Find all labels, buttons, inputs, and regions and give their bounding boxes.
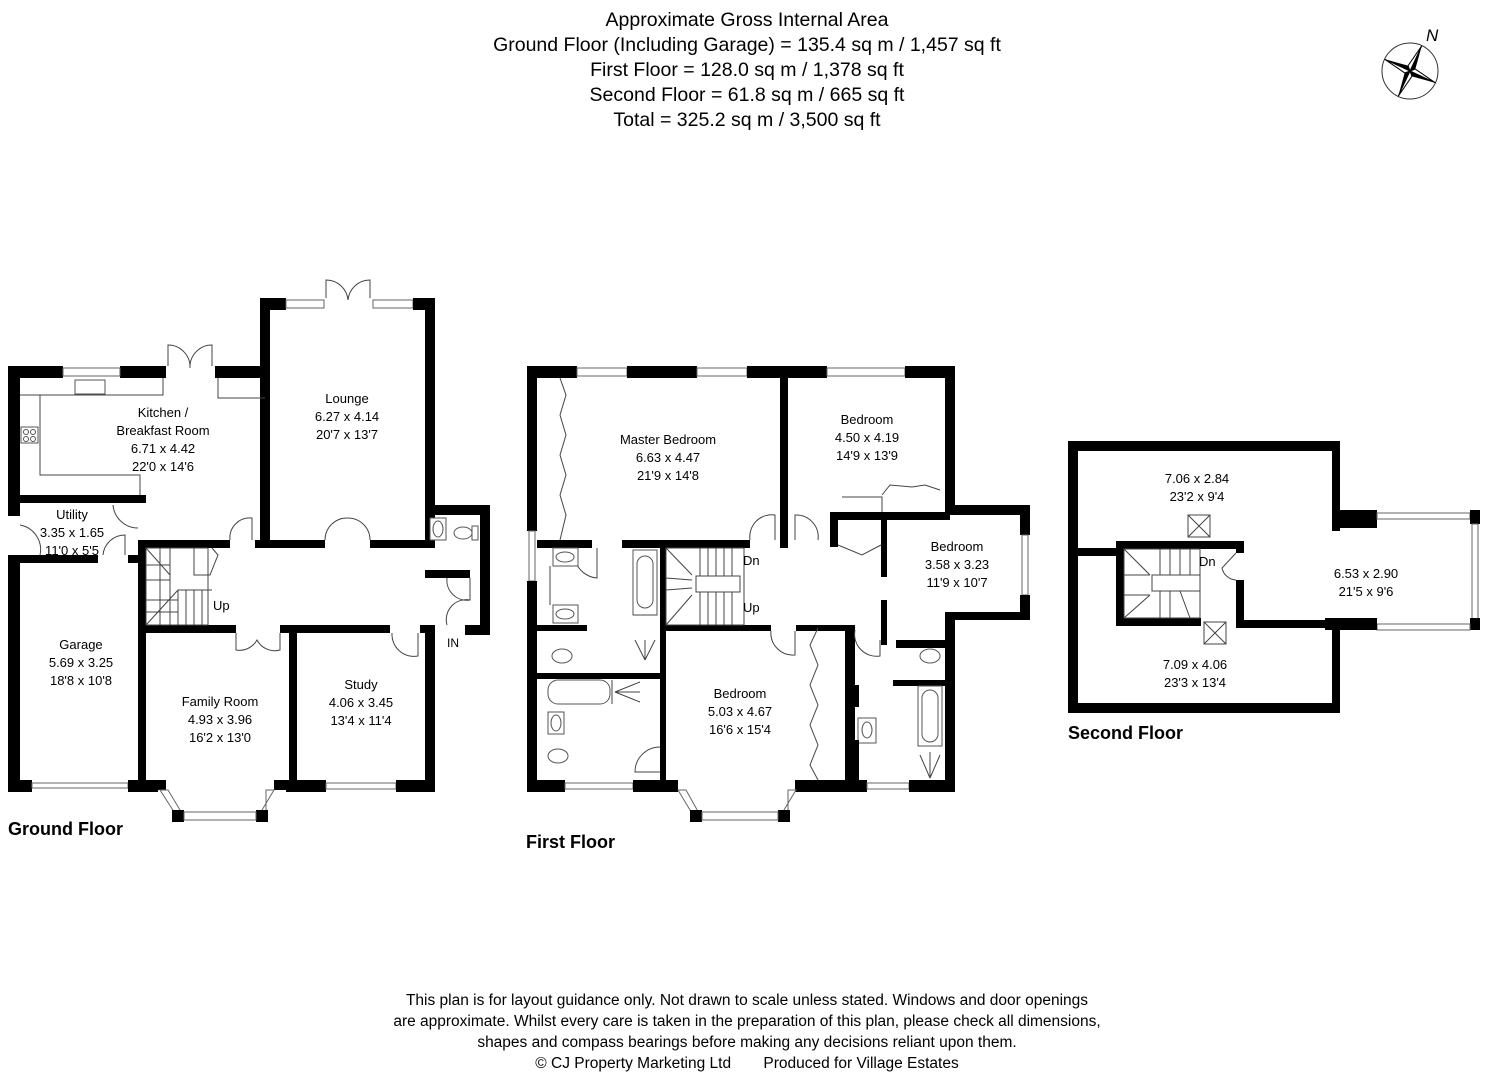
disclaimer-line: This plan is for layout guidance only. N…	[405, 992, 1089, 1009]
room-metric: 3.35 x 1.65	[39, 525, 105, 540]
room-imperial: 20'7 x 13'7	[315, 427, 379, 442]
entrance-label: IN	[447, 636, 459, 650]
stairs-down-label: Dn	[743, 553, 760, 568]
room-loft-north: 7.06 x 2.84 23'2 x 9'4	[1165, 470, 1229, 506]
second-floor-walls	[1068, 441, 1480, 713]
room-name-line2: Breakfast Room	[116, 423, 210, 438]
room-kitchen: Kitchen / Breakfast Room 6.71 x 4.42 22'…	[116, 404, 209, 476]
second-floor-fixtures	[1123, 514, 1237, 645]
room-garage: Garage 5.69 x 3.25 18'8 x 10'8	[49, 636, 113, 690]
room-metric: 5.69 x 3.25	[48, 655, 114, 670]
disclaimer-line: are approximate. Whilst every care is ta…	[393, 1013, 1101, 1030]
room-family: Family Room 4.93 x 3.96 16'2 x 13'0	[182, 693, 259, 747]
room-master-bedroom: Master Bedroom 6.63 x 4.47 21'9 x 14'8	[620, 431, 716, 485]
stairs-up-label: Up	[743, 600, 760, 615]
room-metric: 7.09 x 4.06	[1162, 657, 1228, 672]
area-total: Total = 325.2 sq m / 3,500 sq ft	[613, 109, 881, 131]
room-metric: 6.71 x 4.42	[130, 441, 196, 456]
first-floor-label: First Floor	[526, 832, 615, 852]
room-loft-south: 7.09 x 4.06 23'3 x 13'4	[1163, 656, 1227, 692]
room-imperial: 14'9 x 13'9	[835, 448, 899, 463]
room-imperial: 18'8 x 10'8	[49, 673, 113, 688]
room-name: Utility	[56, 507, 88, 522]
room-metric: 3.58 x 3.23	[924, 557, 990, 572]
room-bedroom-3: Bedroom 3.58 x 3.23 11'9 x 10'7	[925, 538, 989, 592]
compass-rose-icon: N	[1376, 24, 1446, 104]
room-imperial: 11'0 x 5'5	[45, 543, 99, 558]
first-floor-walls	[527, 366, 1030, 822]
room-metric: 5.03 x 4.67	[707, 704, 773, 719]
disclaimer-line: shapes and compass bearings before makin…	[477, 1034, 1017, 1051]
room-study: Study 4.06 x 3.45 13'4 x 11'4	[329, 676, 393, 730]
room-imperial: 21'5 x 9'6	[1338, 584, 1394, 599]
room-bedroom-2: Bedroom 4.50 x 4.19 14'9 x 13'9	[835, 411, 899, 465]
produced-for-text: Produced for Village Estates	[763, 1055, 959, 1072]
room-imperial: 23'2 x 9'4	[1169, 489, 1225, 504]
room-name: Bedroom	[930, 539, 984, 554]
room-imperial: 13'4 x 11'4	[330, 713, 392, 728]
room-loft-east: 6.53 x 2.90 21'5 x 9'6	[1334, 565, 1398, 601]
room-metric: 4.50 x 4.19	[834, 430, 900, 445]
room-name: Kitchen /	[137, 405, 189, 420]
room-imperial: 11'9 x 10'7	[926, 575, 988, 590]
room-name: Study	[344, 677, 378, 692]
room-name: Master Bedroom	[619, 432, 717, 447]
room-name: Garage	[59, 637, 103, 652]
room-metric: 6.53 x 2.90	[1333, 566, 1399, 581]
second-floor-label: Second Floor	[1068, 723, 1184, 743]
room-metric: 6.63 x 4.47	[635, 450, 701, 465]
room-bedroom-4: Bedroom 5.03 x 4.67 16'6 x 15'4	[708, 685, 772, 739]
compass-north-label: N	[1426, 26, 1439, 45]
room-lounge: Lounge 6.27 x 4.14 20'7 x 13'7	[315, 390, 379, 444]
room-imperial: 21'9 x 14'8	[636, 468, 700, 483]
stairs-up-label: Up	[213, 598, 230, 613]
room-name: Bedroom	[840, 412, 894, 427]
room-metric: 4.06 x 3.45	[328, 695, 394, 710]
area-first: First Floor = 128.0 sq m / 1,378 sq ft	[590, 59, 904, 81]
room-imperial: 16'6 x 15'4	[708, 722, 772, 737]
stairs-down-label: Dn	[1199, 554, 1216, 569]
room-imperial: 23'3 x 13'4	[1163, 675, 1227, 690]
first-floor-fixtures	[547, 377, 943, 781]
area-ground: Ground Floor (Including Garage) = 135.4 …	[493, 34, 1001, 56]
room-utility: Utility 3.35 x 1.65 11'0 x 5'5	[40, 506, 104, 560]
copyright-text: © CJ Property Marketing Ltd	[535, 1055, 732, 1072]
room-name: Bedroom	[713, 686, 767, 701]
room-metric: 7.06 x 2.84	[1164, 471, 1230, 486]
area-second: Second Floor = 61.8 sq m / 665 sq ft	[589, 84, 905, 106]
credits: © CJ Property Marketing Ltd Produced for…	[0, 1053, 1494, 1074]
ground-floor-label: Ground Floor	[8, 819, 123, 839]
room-metric: 4.93 x 3.96	[187, 712, 253, 727]
disclaimer: This plan is for layout guidance only. N…	[0, 990, 1494, 1074]
area-title: Approximate Gross Internal Area	[605, 9, 889, 31]
ground-floor-walls	[8, 298, 490, 822]
room-metric: 6.27 x 4.14	[314, 409, 380, 424]
ground-floor-fixtures	[19, 279, 479, 657]
area-summary: Approximate Gross Internal Area Ground F…	[0, 8, 1494, 133]
room-imperial: 16'2 x 13'0	[188, 730, 252, 745]
room-name: Family Room	[181, 694, 259, 709]
room-name: Lounge	[325, 391, 369, 406]
room-imperial: 22'0 x 14'6	[131, 459, 195, 474]
